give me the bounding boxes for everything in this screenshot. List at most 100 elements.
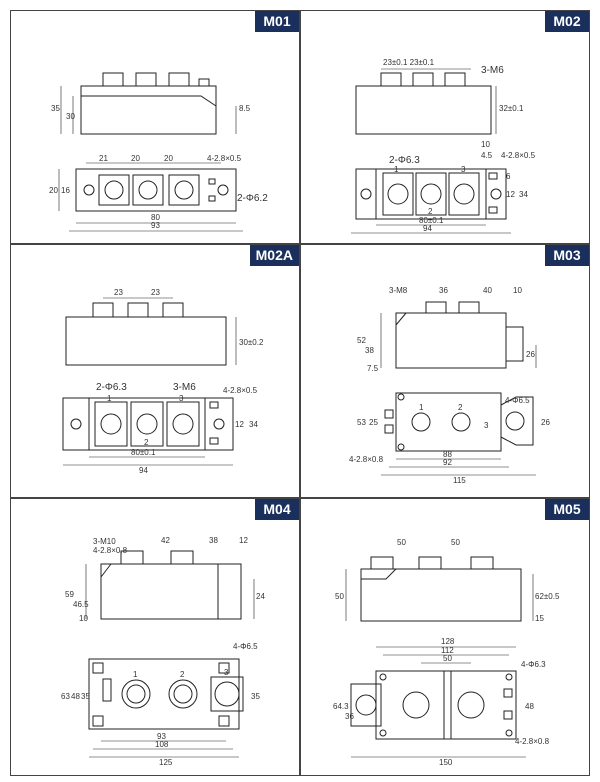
m04-dim-tabs: 4-2.8×0.8 — [93, 546, 128, 555]
m01-terminal-3 — [168, 72, 190, 87]
m01-dim-h35: 35 — [51, 104, 60, 113]
m03-dim-10: 10 — [513, 286, 522, 295]
m01-dim-w20a: 20 — [131, 154, 140, 163]
m01-side-top-step — [81, 95, 217, 107]
m01-drawing: 35 30 8.5 21 20 20 4-2.8×0.5 2-Φ6.2 20 1… — [49, 72, 268, 232]
m04-dim-38: 38 — [209, 536, 218, 545]
m03-dim-53: 53 — [357, 418, 366, 427]
m02-term-2: 2 — [428, 207, 433, 216]
m02-dim-tabs: 4-2.8×0.5 — [501, 151, 536, 160]
panel-m02a: M02A 23 23 30±0.2 2-Φ6.3 3-M6 4-2.8×0.5 — [10, 244, 300, 498]
m02a-dim-h30: 30±0.2 — [239, 338, 264, 347]
m02-dim-holes: 2-Φ6.3 — [389, 155, 420, 166]
m02a-term-3: 3 — [179, 394, 184, 403]
m02a-dim-80: 80±0.1 — [131, 448, 156, 457]
m05-dim-36: 36 — [345, 712, 354, 721]
m02-term-3: 3 — [461, 165, 466, 174]
m02-dim-80: 80±0.1 — [419, 216, 444, 225]
m02a-dim-p1: 23 — [114, 288, 123, 297]
m01-top-body — [75, 168, 237, 212]
m04-dim-10: 10 — [79, 614, 88, 623]
m02a-dim-12: 12 — [235, 420, 244, 429]
panel-m02: M02 23±0.1 23±0.1 3-M6 32±0.1 2-Φ6.3 10 … — [300, 10, 590, 244]
m01-dim-16: 16 — [61, 186, 70, 195]
m01-dim-h30: 30 — [66, 112, 75, 121]
m03-dim-screws: 3-M8 — [389, 286, 408, 295]
m02a-dim-34: 34 — [249, 420, 258, 429]
m03-dim-52: 52 — [357, 336, 366, 345]
m02-dim-screws: 3-M6 — [481, 65, 504, 76]
m01-dim-80: 80 — [151, 213, 160, 222]
m03-top-body — [395, 392, 502, 452]
m01-side-body — [80, 85, 217, 135]
m04-dim-93: 93 — [157, 732, 166, 741]
m03-side-body — [395, 312, 507, 369]
m04-dim-48: 48 — [71, 692, 80, 701]
panel-tag: M01 — [255, 11, 299, 32]
m03-term-1: 1 — [419, 403, 424, 412]
m04-dim-46: 46.5 — [73, 600, 89, 609]
m02a-dim-p2: 23 — [151, 288, 160, 297]
m04-dim-12: 12 — [239, 536, 248, 545]
m05-dim-15: 15 — [535, 614, 544, 623]
panel-m03: M03 3-M8 36 40 10 52 38 7.5 26 4 — [300, 244, 590, 498]
m05-side-body — [360, 568, 522, 622]
m02-dim-12: 12 — [506, 190, 515, 199]
m02-dim-6: 6 — [506, 172, 511, 181]
m02a-side-body — [65, 316, 227, 366]
m02a-term-1: 1 — [107, 394, 112, 403]
m05-dim-tabs: 4-2.8×0.8 — [515, 737, 550, 746]
m02-dim-45: 4.5 — [481, 151, 493, 160]
m01-dim-20: 20 — [49, 186, 58, 195]
m02-top-body — [355, 168, 507, 220]
m05-dim-643: 64.3 — [333, 702, 349, 711]
m03-dim-26a: 26 — [526, 350, 535, 359]
m01-dim-93: 93 — [151, 221, 160, 230]
m02a-top-body — [62, 397, 234, 451]
panel-m04: M04 3-M10 4-2.8×0.8 42 38 12 59 4 — [10, 498, 300, 776]
panel-tag: M04 — [255, 499, 299, 520]
m05-dim-holes: 4-Φ6.3 — [521, 660, 546, 669]
m02-dim-h32: 32±0.1 — [499, 104, 524, 113]
m03-dim-holes: 4-Φ6.5 — [505, 396, 530, 405]
m03-term-3: 3 — [484, 421, 489, 430]
m03-drawing: 3-M8 36 40 10 52 38 7.5 26 4-Φ6.5 53 25 … — [349, 286, 550, 485]
m03-dim-7: 7.5 — [367, 364, 379, 373]
m04-dim-108: 108 — [155, 740, 169, 749]
panel-m05: M05 50 50 50 62±0.5 — [300, 498, 590, 776]
m05-dim-128: 128 — [441, 637, 455, 646]
m03-dim-92: 92 — [443, 458, 452, 467]
m04-dim-125: 125 — [159, 758, 173, 767]
m05-dim-48: 48 — [525, 702, 534, 711]
m02-term-1: 1 — [394, 165, 399, 174]
m01-dim-holes: 2-Φ6.2 — [237, 193, 268, 204]
m05-dim-150: 150 — [439, 758, 453, 767]
m03-dim-40: 40 — [483, 286, 492, 295]
panel-tag: M02 — [545, 11, 589, 32]
m03-dim-25: 25 — [369, 418, 378, 427]
panel-tag: M03 — [545, 245, 589, 266]
m02a-dim-screws: 3-M6 — [173, 382, 196, 393]
m05-dim-50c: 50 — [443, 654, 452, 663]
m03-dim-26b: 26 — [541, 418, 550, 427]
m02a-dim-94: 94 — [139, 466, 148, 475]
m01-terminal-2 — [135, 72, 157, 87]
m04-term-3: 3 — [224, 668, 229, 677]
m04-dim-63: 63 — [61, 692, 70, 701]
m02a-dim-holes: 2-Φ6.3 — [96, 382, 127, 393]
m03-dim-tabs: 4-2.8×0.8 — [349, 455, 384, 464]
m04-dim-59: 59 — [65, 590, 74, 599]
m04-term-1: 1 — [133, 670, 138, 679]
m05-drawing: 50 50 50 62±0.5 15 128 112 50 4-Φ6.3 64.… — [333, 538, 560, 767]
m02-dim-10: 10 — [481, 140, 490, 149]
panel-tag: M02A — [249, 245, 299, 266]
m03-side-tab — [506, 326, 524, 362]
panel-tag: M05 — [545, 499, 589, 520]
m01-dim-w20b: 20 — [164, 154, 173, 163]
m05-dim-h50: 50 — [335, 592, 344, 601]
m04-dim-35: 35 — [81, 692, 90, 701]
m02-dim-94: 94 — [423, 224, 432, 233]
m01-dim-tabs: 4-2.8×0.5 — [207, 154, 242, 163]
m03-term-2: 2 — [458, 403, 463, 412]
m04-term-2: 2 — [180, 670, 185, 679]
